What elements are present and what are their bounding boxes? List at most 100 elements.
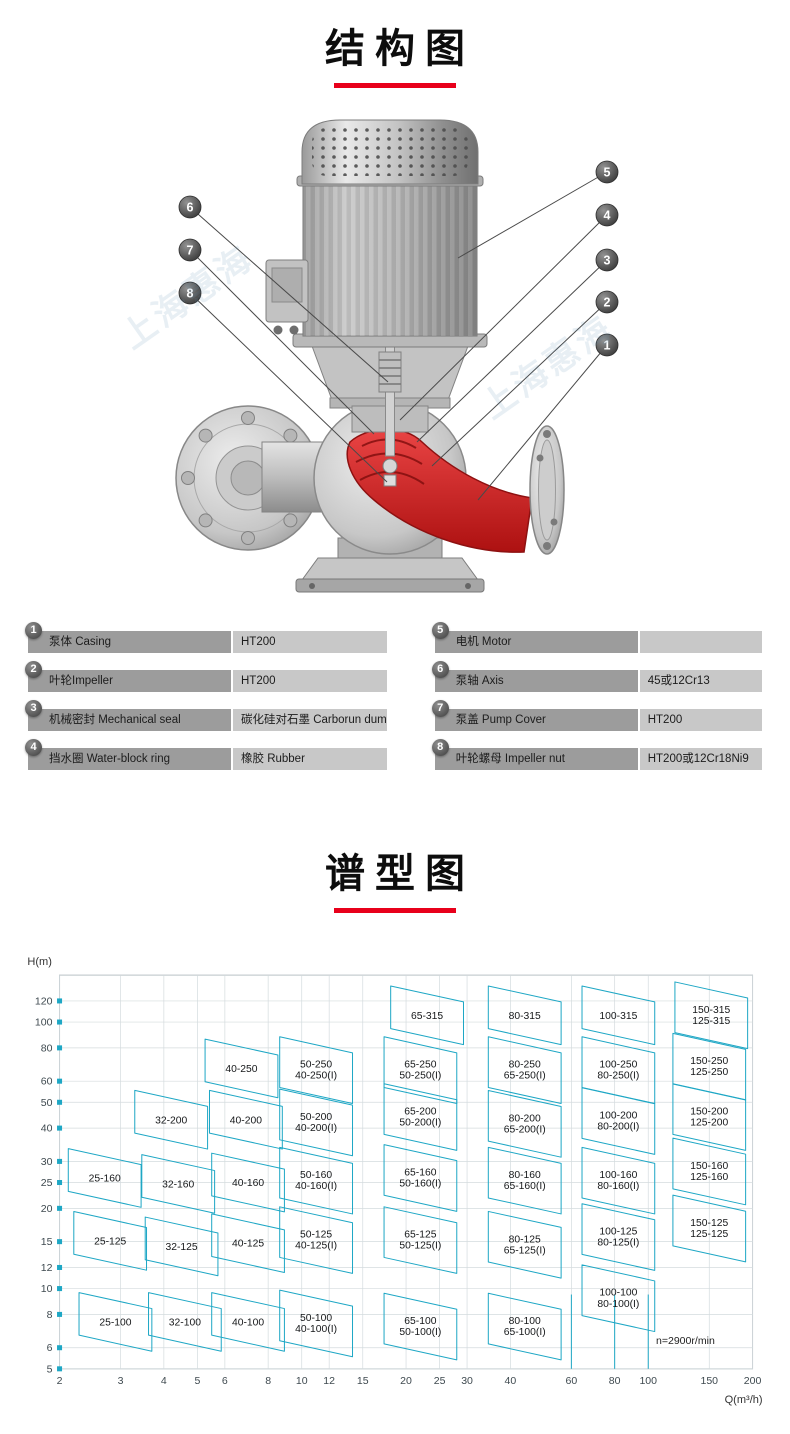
region-outline-40-160 bbox=[211, 1152, 285, 1213]
region-label-32-125: 32-125 bbox=[165, 1242, 197, 1253]
region-label-40-125(I): 40-125(I) bbox=[295, 1241, 337, 1252]
callout-line-8 bbox=[189, 292, 388, 483]
y-tick-square bbox=[57, 1078, 63, 1084]
part-name: 泵盖 Pump Cover bbox=[434, 709, 638, 731]
callout-badge-1 bbox=[595, 333, 619, 357]
region-label-150-315: 150-315 bbox=[692, 1005, 730, 1016]
region-label-50-250(I): 50-250(I) bbox=[399, 1071, 441, 1082]
region-label-50-160(I): 50-160(I) bbox=[399, 1179, 441, 1190]
part-material: 橡胶 Rubber bbox=[231, 748, 387, 770]
region-label-65-100(I): 65-100(I) bbox=[504, 1327, 546, 1338]
part-name: 电机 Motor bbox=[434, 631, 638, 653]
callout-badge-4 bbox=[595, 203, 619, 227]
region-outline-150-200 bbox=[672, 1083, 747, 1151]
callout-number: 1 bbox=[604, 338, 611, 352]
callout-badge-7 bbox=[178, 238, 202, 262]
region-label-65-125: 65-125 bbox=[404, 1230, 436, 1241]
part-material bbox=[637, 631, 762, 653]
region-outline-150-160 bbox=[672, 1137, 747, 1206]
region-label-65-125(I): 65-125(I) bbox=[504, 1245, 546, 1256]
callout-line-1 bbox=[477, 344, 608, 501]
y-tick-label: 6 bbox=[47, 1342, 53, 1354]
region-label-65-250(I): 65-250(I) bbox=[504, 1071, 546, 1082]
part-material: 碳化硅对石墨 Carborun dum bbox=[231, 709, 387, 731]
region-label-125-200: 125-200 bbox=[690, 1118, 728, 1129]
x-tick-label: 6 bbox=[222, 1375, 228, 1387]
region-outline-80-160 bbox=[487, 1146, 562, 1215]
x-tick-label: 5 bbox=[195, 1375, 201, 1387]
part-name: 挡水圈 Water-block ring bbox=[28, 748, 231, 770]
region-outline-65-200 bbox=[383, 1083, 458, 1151]
y-tick-label: 100 bbox=[35, 1017, 53, 1029]
region-label-80-125: 80-125 bbox=[509, 1234, 541, 1245]
y-tick-square bbox=[57, 1311, 63, 1317]
region-outline-100-200 bbox=[581, 1087, 656, 1155]
y-tick-label: 25 bbox=[41, 1177, 53, 1189]
part-number-badge: 1 bbox=[25, 622, 42, 639]
region-outline-80-200 bbox=[487, 1090, 562, 1158]
structure-section-header: 结构图 bbox=[0, 0, 790, 88]
y-tick-square bbox=[57, 1045, 63, 1051]
region-label-40-100: 40-100 bbox=[232, 1317, 264, 1328]
region-outline-40-200 bbox=[208, 1089, 283, 1150]
region-label-50-160: 50-160 bbox=[300, 1170, 332, 1181]
region-label-80-200: 80-200 bbox=[509, 1113, 541, 1124]
y-tick-label: 15 bbox=[41, 1236, 53, 1248]
region-label-125-250: 125-250 bbox=[690, 1067, 728, 1078]
x-tick-label: 25 bbox=[434, 1375, 446, 1387]
callout-line-4 bbox=[399, 214, 608, 421]
y-tick-label: 80 bbox=[41, 1042, 53, 1054]
motor-body bbox=[292, 183, 488, 348]
region-label-150-200: 150-200 bbox=[690, 1107, 728, 1118]
y-tick-square bbox=[57, 998, 63, 1004]
region-label-80-100(I): 80-100(I) bbox=[597, 1299, 639, 1310]
y-tick-square bbox=[57, 1125, 63, 1131]
title-underline bbox=[334, 908, 456, 913]
region-label-80-160(I): 80-160(I) bbox=[597, 1181, 639, 1192]
region-outline-25-125 bbox=[73, 1211, 148, 1271]
discharge-flange bbox=[529, 425, 565, 555]
region-label-50-250: 50-250 bbox=[300, 1060, 332, 1071]
region-label-50-125: 50-125 bbox=[300, 1230, 332, 1241]
part-name: 叶轮螺母 Impeller nut bbox=[434, 748, 638, 770]
callout-badge-6 bbox=[178, 195, 202, 219]
x-tick-label: 10 bbox=[296, 1375, 308, 1387]
region-outline-32-200 bbox=[134, 1089, 209, 1150]
x-tick-label: 60 bbox=[566, 1375, 578, 1387]
region-label-40-250: 40-250 bbox=[225, 1064, 257, 1075]
region-label-50-200(I): 50-200(I) bbox=[399, 1118, 441, 1129]
callout-number: 6 bbox=[187, 200, 194, 214]
y-tick-square bbox=[57, 1099, 63, 1105]
callout-number: 4 bbox=[604, 208, 611, 222]
region-label-50-200: 50-200 bbox=[300, 1112, 332, 1123]
region-label-100-315: 100-315 bbox=[599, 1011, 637, 1022]
region-outline-32-160 bbox=[141, 1154, 216, 1214]
pump-diagram: 上海惠海 上海惠海 bbox=[0, 90, 790, 615]
region-outline-25-160 bbox=[67, 1148, 142, 1208]
x-tick-label: 12 bbox=[323, 1375, 335, 1387]
region-outline-50-250 bbox=[279, 1036, 354, 1104]
region-label-150-250: 150-250 bbox=[690, 1056, 728, 1067]
region-label-25-125: 25-125 bbox=[94, 1236, 126, 1247]
part-material: 45或12Cr13 bbox=[637, 670, 762, 692]
region-label-25-100: 25-100 bbox=[99, 1317, 131, 1328]
x-tick-label: 30 bbox=[461, 1375, 473, 1387]
vent-holes bbox=[312, 128, 468, 176]
y-tick-label: 60 bbox=[41, 1076, 53, 1088]
region-outline-100-315 bbox=[581, 985, 656, 1046]
x-tick-label: 100 bbox=[639, 1375, 657, 1387]
region-label-32-200: 32-200 bbox=[155, 1115, 187, 1126]
x-axis-title: Q(m³/h) bbox=[725, 1394, 763, 1406]
region-outline-50-160 bbox=[279, 1146, 354, 1215]
callout-badge-8 bbox=[178, 281, 202, 305]
region-label-80-250: 80-250 bbox=[509, 1060, 541, 1071]
part-number-badge: 5 bbox=[431, 622, 449, 639]
callout-badge-3 bbox=[595, 248, 619, 272]
part-material: HT200 bbox=[231, 631, 387, 653]
